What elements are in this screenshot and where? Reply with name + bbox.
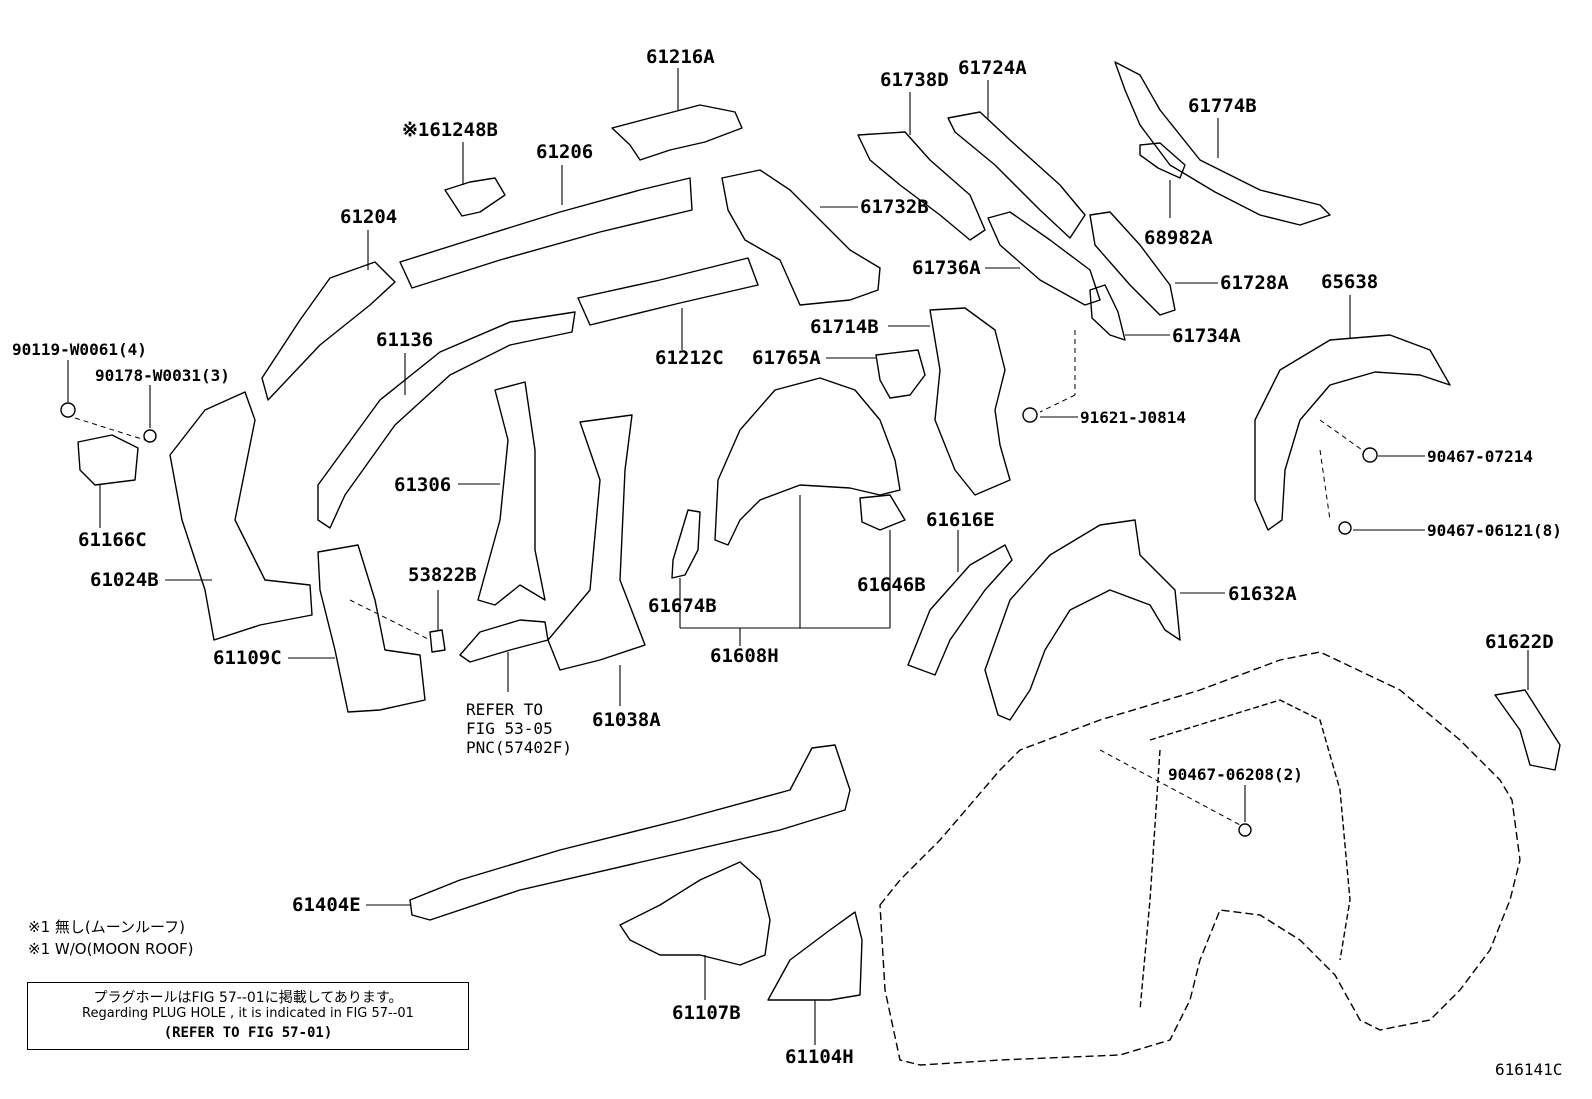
label-61608H: 61608H [710,645,779,667]
label-61738D: 61738D [880,69,949,91]
part-61104H [767,911,863,1001]
label-61206: 61206 [536,141,594,163]
part-61646B [859,494,906,531]
label-53822B: 53822B [408,564,477,586]
label-61736A: 61736A [912,257,981,279]
part-61765A [875,349,926,399]
fastener-90119 [60,402,76,418]
part-61616E [907,544,1013,676]
label-61248B: ※161248B [402,119,498,141]
plug-hole-note-ref: (REFER TO FIG 57-01) [163,1025,333,1041]
part-side-outer [879,651,1521,1066]
part-61166C [77,434,139,486]
label-61204: 61204 [340,206,398,228]
part-61107B [619,861,771,966]
label-68982A: 68982A [1144,227,1213,249]
part-61774B [1114,61,1331,226]
part-61206 [399,177,693,289]
part-65638 [1254,334,1451,531]
label-61038A: 61038A [592,709,661,731]
label-90119-W0061: 90119-W0061(4) [12,340,147,359]
label-61724A: 61724A [958,57,1027,79]
part-68982A [1139,142,1186,179]
label-91621-J0814: 91621-J0814 [1080,408,1186,427]
plug-hole-note-box: プラグホールはFIG 57--01に掲載してあります。 Regarding PL… [27,982,469,1050]
label-90467-07214: 90467-07214 [1427,447,1533,466]
part-61136 [317,311,576,529]
label-61104H: 61104H [785,1046,854,1068]
plug-hole-note-en: Regarding PLUG HOLE , it is indicated in… [82,1006,414,1021]
label-61622D: 61622D [1485,631,1554,653]
label-61109C: 61109C [213,647,282,669]
label-61616E: 61616E [926,509,995,531]
label-61404E: 61404E [292,894,361,916]
label-61136: 61136 [376,329,434,351]
fastener-90467-07214 [1362,447,1378,463]
part-61728A [1089,211,1176,316]
part-61738D [857,131,986,241]
refer-line-3: PNC(57402F) [466,738,572,757]
label-90467-06121: 90467-06121(8) [1427,521,1562,540]
label-61734A: 61734A [1172,325,1241,347]
refer-line-1: REFER TO [466,700,544,719]
part-61204 [261,261,396,401]
refer-note: REFER TO FIG 53-05 PNC(57402F) [466,700,572,757]
label-61024B: 61024B [90,569,159,591]
fastener-90467-06208 [1238,823,1252,837]
label-61646B: 61646B [857,574,926,596]
part-61732B [721,169,881,306]
part-61109C [317,544,426,713]
part-61714B [929,307,1011,496]
label-61728A: 61728A [1220,272,1289,294]
part-61038A [547,414,646,671]
label-61674B: 61674B [648,595,717,617]
label-61306: 61306 [394,474,452,496]
part-61404E [409,744,851,921]
part-61212C [577,257,759,326]
label-61212C: 61212C [655,347,724,369]
part-61306 [477,381,546,606]
part-61622D [1494,689,1561,771]
fastener-91621 [1022,407,1038,423]
label-65638: 65638 [1321,271,1379,293]
footnote-jp: ※1 無し(ムーンルーフ) [28,918,185,936]
figure-code: 616141C [1495,1060,1563,1079]
label-61216A: 61216A [646,46,715,68]
fastener-90467-06121 [1338,521,1352,535]
refer-line-2: FIG 53-05 [466,719,553,738]
label-61632A: 61632A [1228,583,1297,605]
label-90178-W0031: 90178-W0031(3) [95,366,230,385]
part-61632A [984,519,1181,721]
part-61216A [611,104,743,161]
part-61248B [444,177,506,217]
footnotes: ※1 無し(ムーンルーフ) ※1 W/O(MOON ROOF) [28,916,193,960]
part-61674B [671,509,701,579]
label-61732B: 61732B [860,196,929,218]
part-61734A [1089,284,1126,341]
fastener-90178 [143,429,157,443]
part-61608H [714,377,901,546]
label-61166C: 61166C [78,529,147,551]
label-61714B: 61714B [810,316,879,338]
label-61107B: 61107B [672,1002,741,1024]
part-61724A [947,111,1086,239]
plug-hole-note-jp: プラグホールはFIG 57--01に掲載してあります。 [93,990,403,1006]
label-61774B: 61774B [1188,95,1257,117]
footnote-en: ※1 W/O(MOON ROOF) [28,940,194,958]
part-57402F [459,619,549,663]
part-53822B [429,629,446,653]
part-61024B [169,391,313,641]
part-61736A [987,211,1101,306]
label-90467-06208: 90467-06208(2) [1168,765,1303,784]
label-61765A: 61765A [752,347,821,369]
